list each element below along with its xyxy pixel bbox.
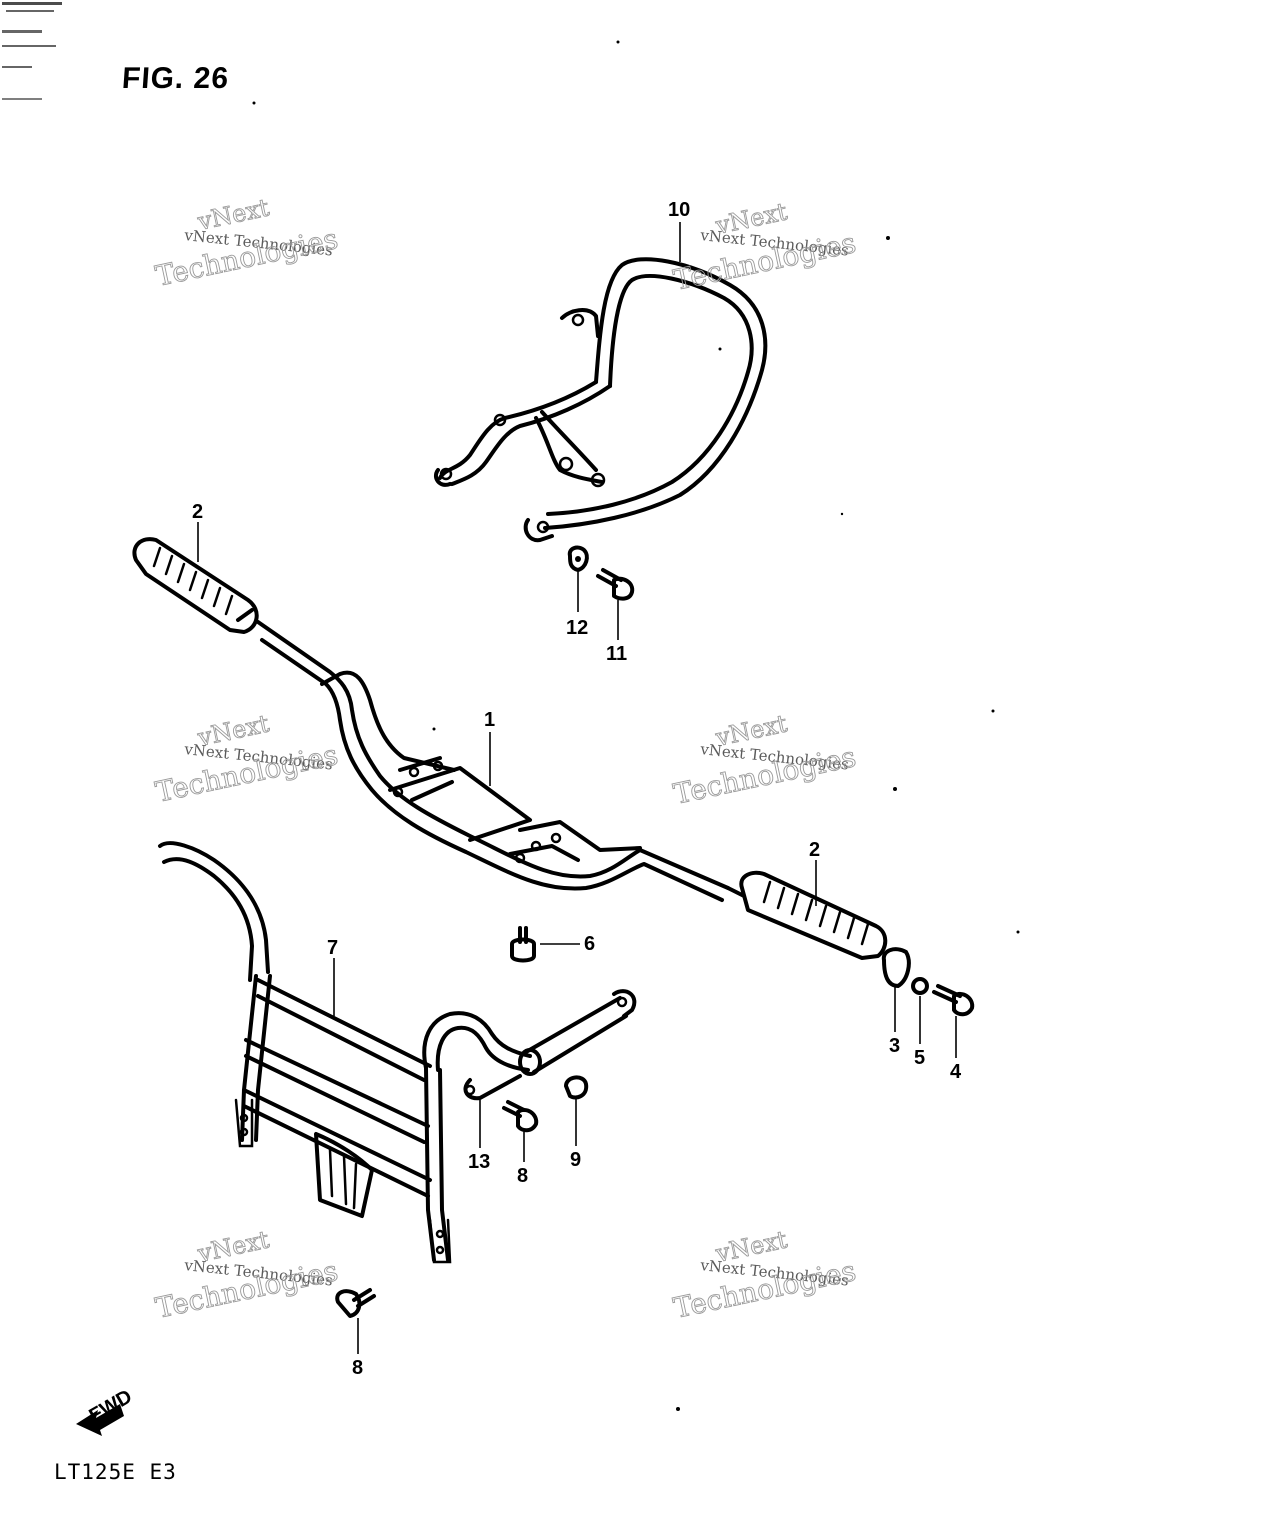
watermark-bottom-left: vNext vNext Technologies Technologies [152, 1225, 341, 1325]
watermark-top-left: vNext vNext Technologies Technologies [152, 193, 341, 293]
watermark-mid-left: vNext vNext Technologies Technologies [152, 709, 341, 809]
scan-noise [2, 2, 1020, 1411]
callout-12: 12 [566, 617, 588, 639]
callout-5: 5 [914, 1047, 925, 1069]
part-9-nut [564, 1075, 589, 1100]
part-10-grab-bar [433, 257, 768, 543]
callout-9: 9 [570, 1149, 581, 1171]
callout-11: 11 [606, 643, 627, 665]
part-8-bolt-lower [335, 1288, 376, 1318]
leader-lines [197, 222, 957, 1354]
watermark-top-right: vNext vNext Technologies Technologies [670, 197, 859, 297]
part-2-footrest-rubber-right [726, 870, 888, 960]
part-8-bolt-upper [502, 1100, 539, 1133]
part-5-lock-washer [911, 977, 929, 995]
part-11-bolt [596, 568, 635, 601]
part-12-nut [567, 545, 589, 572]
part-4-bolt [932, 984, 975, 1017]
callout-2: 2 [192, 501, 203, 523]
callout-7: 7 [327, 937, 338, 959]
watermark-mid-right: vNext vNext Technologies Technologies [670, 709, 859, 811]
part-3-washer [881, 947, 911, 988]
callout-8: 8 [352, 1357, 363, 1379]
watermark-bottom-right: vNext vNext Technologies Technologies [670, 1225, 859, 1325]
callout-13: 13 [468, 1151, 490, 1173]
callout-3: 3 [889, 1035, 900, 1057]
callout-10: 10 [668, 199, 690, 221]
part-6-bolt [510, 926, 536, 963]
part-7-front-guard [158, 841, 637, 1264]
model-code: LT125E E3 [54, 1460, 177, 1484]
callout-2: 2 [809, 839, 820, 861]
callout-4: 4 [950, 1061, 962, 1083]
callout-8: 8 [517, 1165, 528, 1187]
part-2-footrest-rubber-left [132, 537, 259, 634]
callout-labels: 1 2 2 3 4 5 6 7 8 8 9 10 11 12 13 [192, 199, 962, 1379]
part-1-footrest-bar [256, 620, 730, 902]
callout-1: 1 [484, 709, 495, 731]
callout-6: 6 [584, 933, 595, 955]
fwd-arrow-icon: FWD [76, 1386, 136, 1436]
